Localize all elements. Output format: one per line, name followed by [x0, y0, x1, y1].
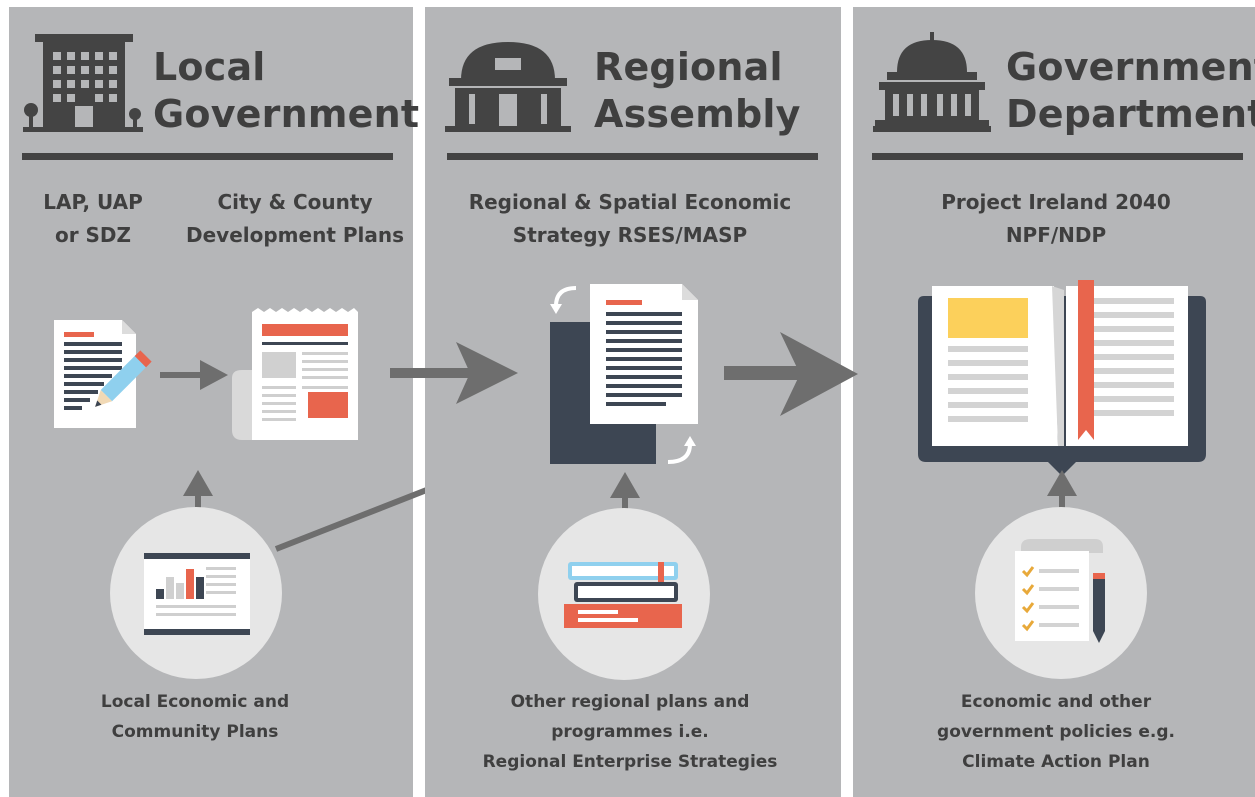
- arrow-right-icon: [160, 358, 230, 392]
- caption-line1: Economic and other: [960, 692, 1152, 712]
- checklist-pencil-icon: [975, 507, 1147, 679]
- caption-line1: Local Economic and: [100, 692, 290, 712]
- subtitle-line2: or SDZ: [54, 223, 132, 247]
- subtitle-line2: Strategy RSES/MASP: [512, 223, 748, 247]
- subtitle-line1: Project Ireland 2040: [941, 190, 1171, 214]
- panel-title-line2: Government: [153, 92, 420, 136]
- caption-line3: Climate Action Plan: [962, 752, 1150, 772]
- panel-title-line2: Department: [1006, 92, 1255, 136]
- subtitle-line2: NPF/NDP: [1005, 223, 1107, 247]
- subtitle-line1: LAP, UAP: [43, 190, 143, 214]
- title-divider: [447, 153, 818, 160]
- office-building-icon: [23, 34, 143, 132]
- arrow-right-icon: [390, 342, 520, 404]
- panel-title-line2: Assembly: [594, 92, 801, 136]
- capitol-dome-icon: [873, 32, 991, 132]
- document-edit-icon: [50, 316, 160, 432]
- subtitle-line1: City & County: [217, 190, 373, 214]
- panel-title-line1: Local: [153, 45, 266, 89]
- subtitle-line2: Development Plans: [186, 223, 404, 247]
- caption-line2: programmes i.e.: [551, 722, 709, 742]
- panel-title-line1: Regional: [594, 45, 783, 89]
- caption-line3: Regional Enterprise Strategies: [482, 752, 778, 772]
- caption-line1: Other regional plans and: [510, 692, 750, 712]
- document-stack-icon: [540, 278, 710, 470]
- subtitle-line1: Regional & Spatial Economic: [468, 190, 792, 214]
- open-book-icon: [914, 280, 1210, 480]
- panel-title-line1: Government: [1006, 45, 1255, 89]
- presentation-chart-icon: [110, 507, 282, 679]
- domed-hall-icon: [445, 38, 571, 132]
- caption-line2: Community Plans: [111, 722, 279, 742]
- newspaper-icon: [228, 306, 364, 442]
- title-divider: [872, 153, 1243, 160]
- stacked-books-icon: [538, 508, 710, 680]
- arrow-right-icon: [724, 332, 860, 416]
- caption-line2: government policies e.g.: [937, 722, 1175, 742]
- title-divider: [22, 153, 393, 160]
